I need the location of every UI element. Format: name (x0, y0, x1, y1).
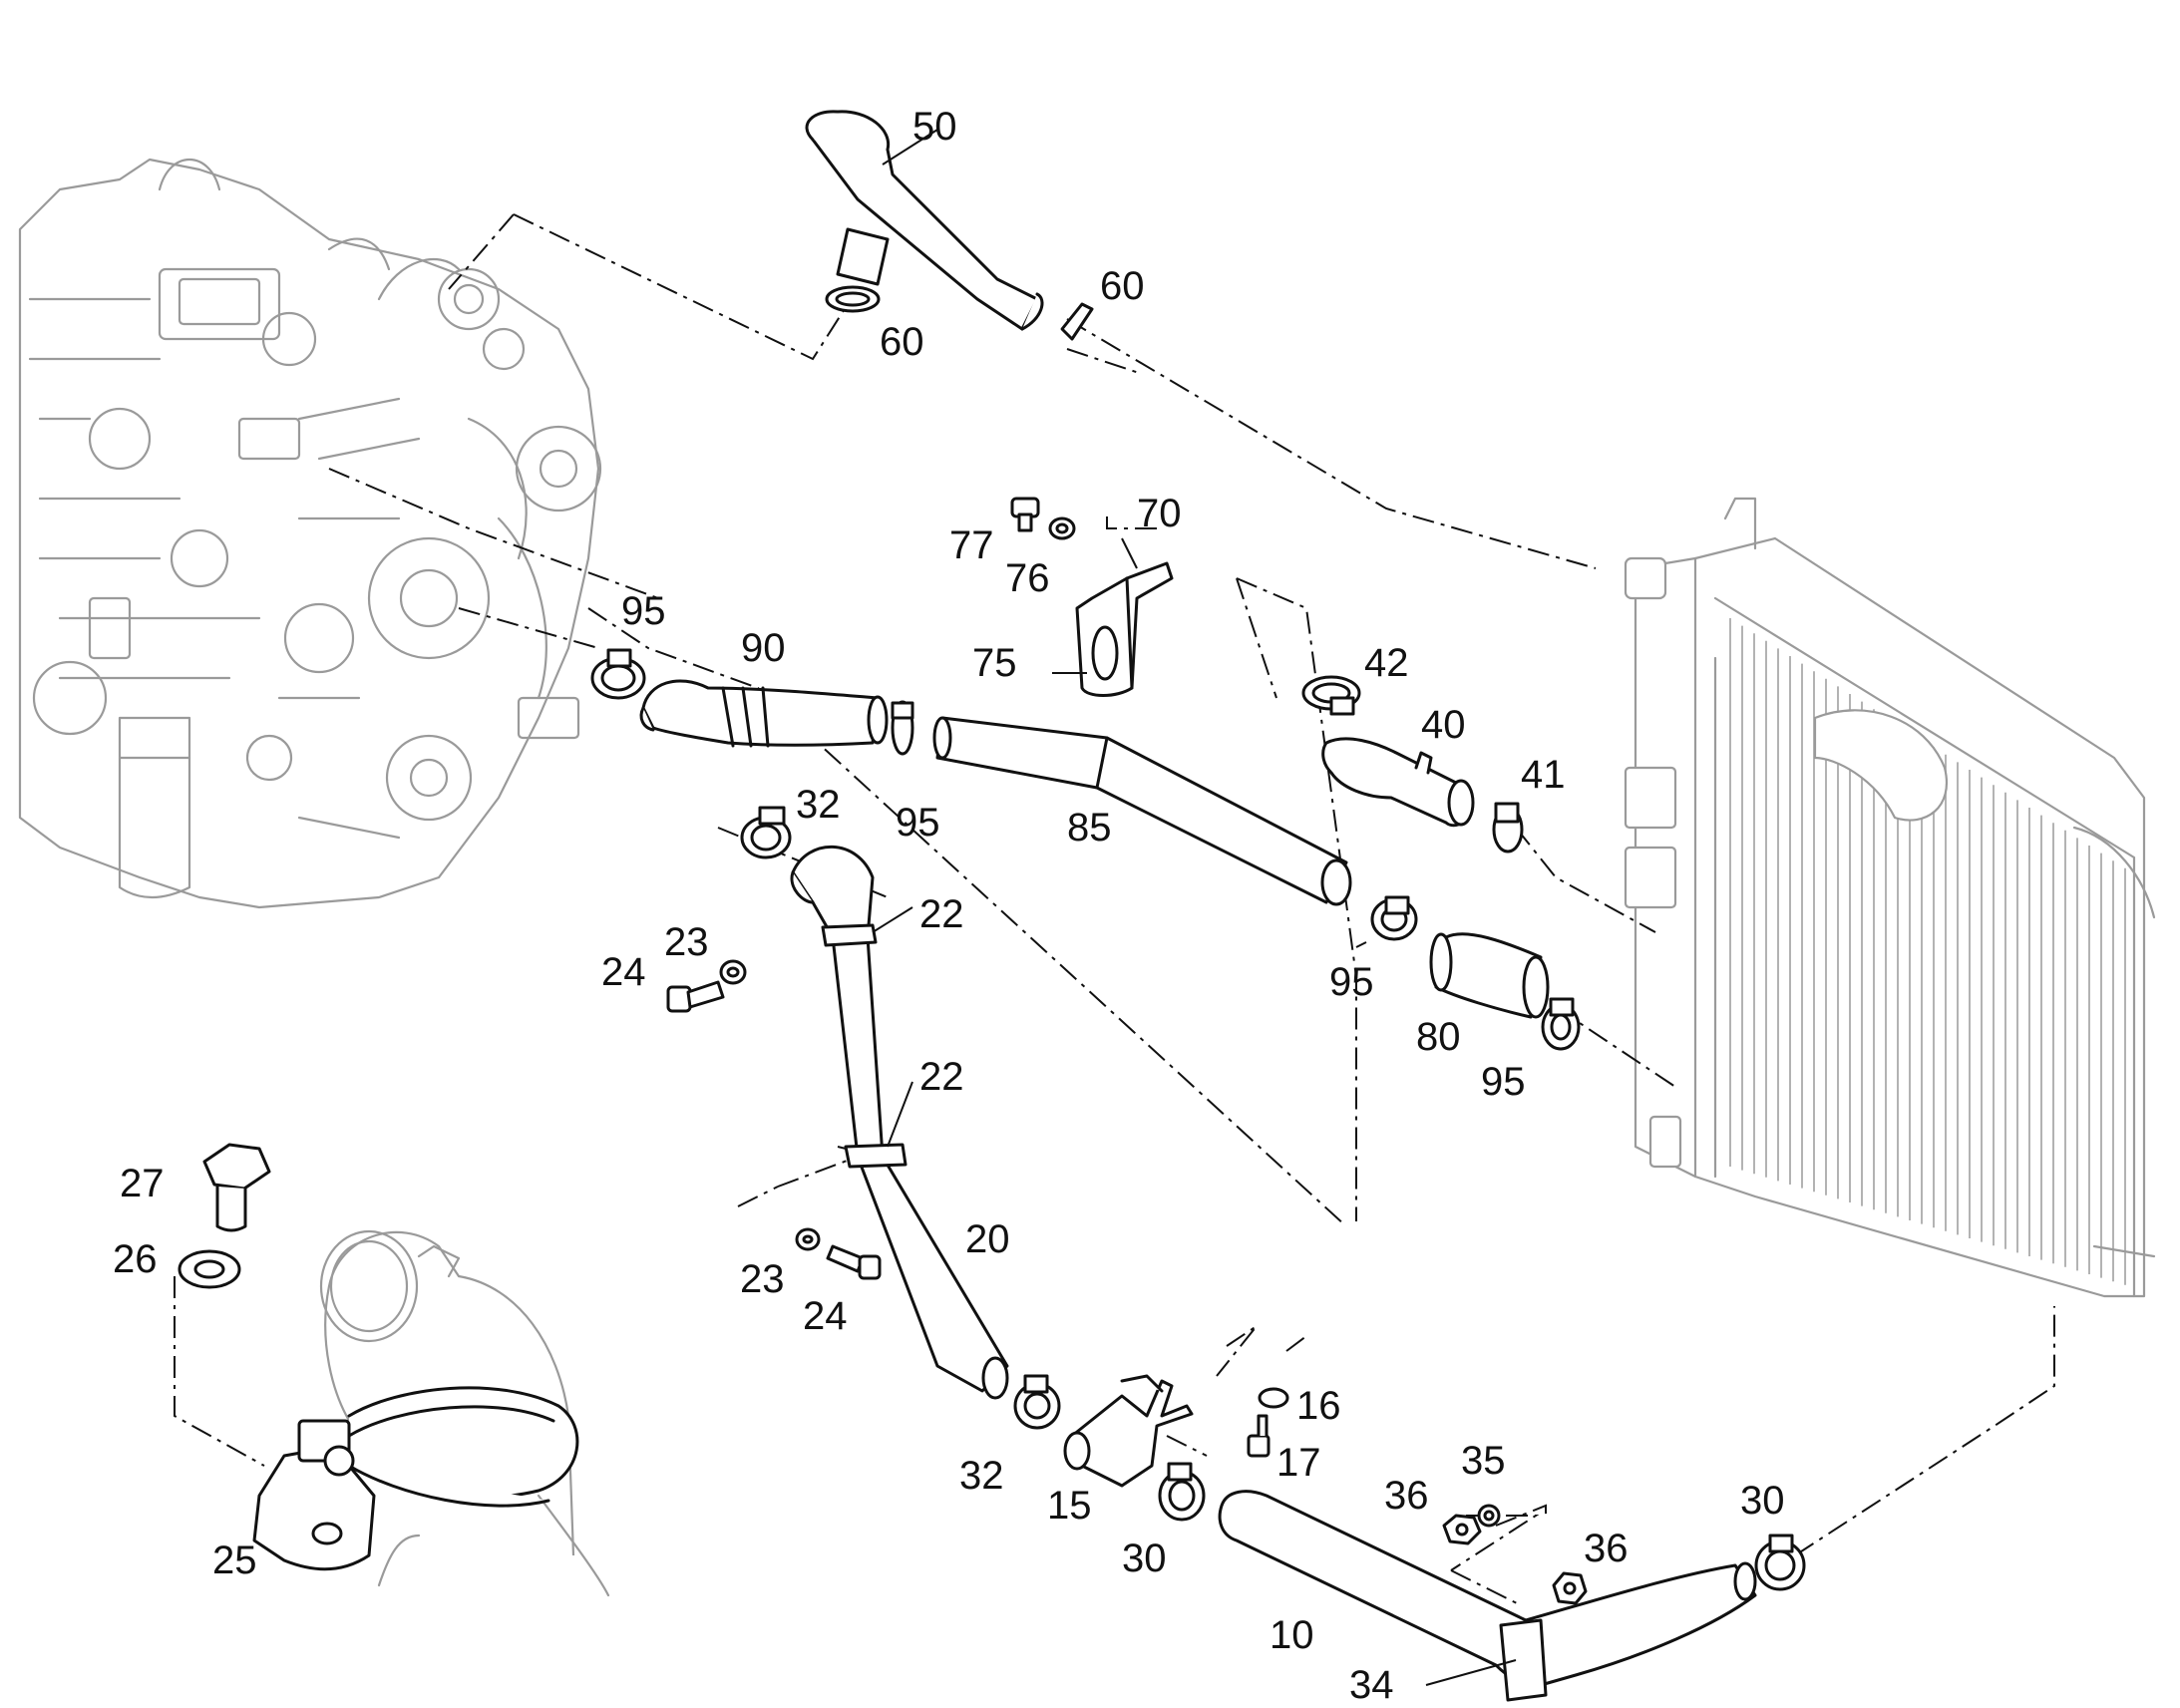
hose-90 (639, 679, 889, 748)
label-90: 90 (741, 626, 786, 670)
clamp-30-right (1754, 1534, 1806, 1591)
label-30-right: 30 (1740, 1479, 1785, 1523)
assembly-guide-lines (174, 213, 2055, 1606)
label-35: 35 (1461, 1439, 1506, 1483)
label-77: 77 (949, 523, 994, 567)
nut-36-lower (1552, 1571, 1588, 1605)
label-85: 85 (1067, 806, 1112, 850)
clamp-22-lower (844, 1143, 908, 1169)
pipe-15 (1063, 1374, 1194, 1488)
label-95-lower-left: 95 (1329, 960, 1374, 1004)
label-42: 42 (1364, 641, 1409, 685)
label-36-lower: 36 (1584, 1527, 1629, 1570)
label-76: 76 (1005, 556, 1050, 600)
label-22-lower: 22 (919, 1055, 964, 1099)
label-16: 16 (1296, 1384, 1341, 1428)
bolt-77 (1010, 497, 1040, 532)
label-95-upper-left: 95 (621, 589, 666, 633)
bolt-27 (202, 1143, 271, 1232)
clamp-60-right (1060, 302, 1094, 341)
label-23-upper: 23 (664, 920, 709, 964)
clamp-22-upper (821, 923, 878, 947)
hose-20 (790, 845, 1009, 1400)
clamp-60-left (825, 285, 881, 313)
pipe-85 (932, 716, 1352, 906)
label-95-lower-right: 95 (1481, 1060, 1526, 1104)
label-24-lower: 24 (803, 1294, 848, 1338)
clamp-95-lower-left (1370, 895, 1418, 941)
label-15: 15 (1047, 1484, 1092, 1528)
label-50: 50 (912, 105, 957, 149)
washer-23-lower (795, 1227, 821, 1251)
label-41: 41 (1521, 753, 1566, 797)
label-23-lower: 23 (740, 1257, 785, 1301)
clamp-41 (1492, 802, 1524, 854)
engine-block (18, 158, 602, 909)
clamp-95-mid (891, 700, 914, 756)
label-40: 40 (1421, 703, 1466, 747)
clamp-34 (1499, 1618, 1548, 1702)
label-25: 25 (212, 1538, 257, 1582)
hose-50 (805, 110, 1044, 331)
washer-76 (1048, 516, 1076, 540)
bolt-24-lower (826, 1244, 882, 1280)
label-27: 27 (120, 1162, 165, 1205)
label-26: 26 (113, 1237, 158, 1281)
label-34: 34 (1349, 1663, 1394, 1707)
label-80: 80 (1416, 1015, 1461, 1059)
label-36-upper: 36 (1384, 1474, 1429, 1518)
label-22-upper: 22 (919, 892, 964, 936)
bracket-70 (1075, 561, 1174, 697)
washer-26 (178, 1249, 241, 1289)
washer-16 (1258, 1387, 1289, 1409)
clamp-30-left (1158, 1462, 1206, 1522)
bolt-17 (1247, 1414, 1271, 1458)
clamp-95-engine (590, 648, 646, 700)
label-20: 20 (965, 1217, 1010, 1261)
label-24-upper: 24 (601, 950, 646, 994)
label-95-mid: 95 (896, 801, 940, 845)
washer-35 (1477, 1504, 1501, 1528)
clamp-32-lower (1013, 1374, 1061, 1430)
hose-40 (1321, 737, 1475, 828)
part-labels: 50 60 60 70 77 76 75 95 90 95 85 42 40 4… (113, 105, 1785, 1707)
clamp-32-upper (740, 806, 792, 859)
nut-36-upper (1442, 1514, 1482, 1545)
label-32-upper: 32 (796, 783, 841, 827)
label-30-left: 30 (1122, 1537, 1167, 1580)
bolt-24-upper (666, 980, 725, 1013)
label-32-lower: 32 (959, 1454, 1004, 1498)
label-17: 17 (1276, 1441, 1321, 1485)
clamp-25 (252, 1386, 579, 1571)
clamp-42 (1301, 675, 1361, 716)
label-70: 70 (1137, 492, 1182, 535)
label-60-left: 60 (880, 320, 924, 364)
clamp-95-lower-right (1541, 997, 1581, 1051)
label-10: 10 (1270, 1613, 1314, 1657)
leader-lines (872, 129, 1517, 1686)
sleeve-80 (1429, 932, 1550, 1019)
label-60-right: 60 (1100, 264, 1145, 308)
washer-23-upper (719, 959, 747, 985)
radiator (1624, 497, 2156, 1298)
label-75: 75 (972, 641, 1017, 685)
